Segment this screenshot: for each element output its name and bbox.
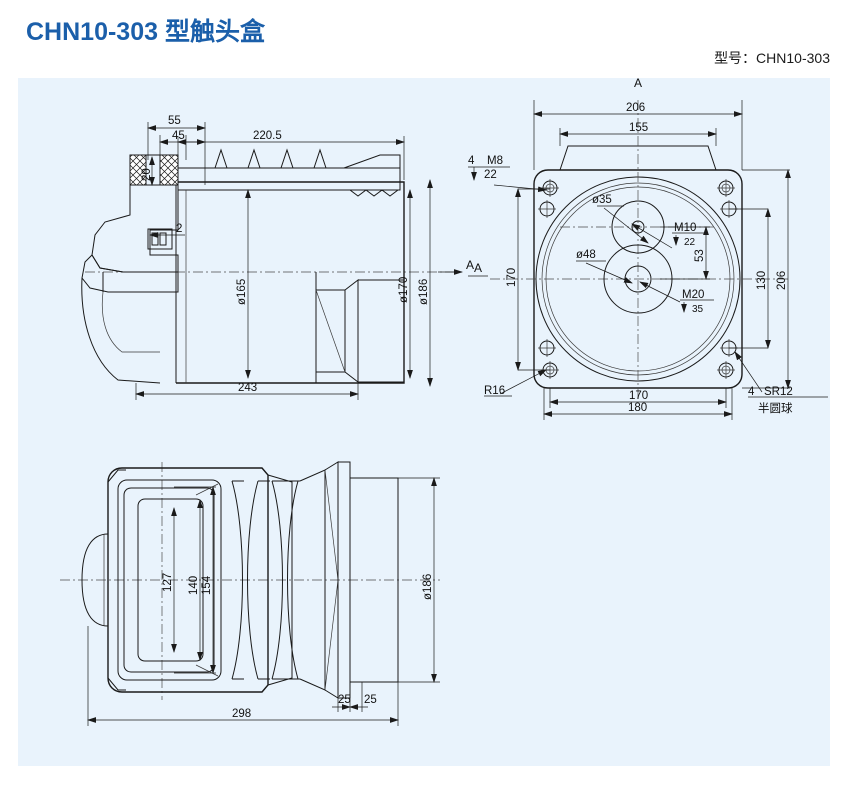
page-title: CHN10-303 型触头盒 <box>26 18 265 46</box>
model-number-label: 型号：CHN10-303 <box>714 50 830 66</box>
drawing-canvas <box>18 78 830 766</box>
